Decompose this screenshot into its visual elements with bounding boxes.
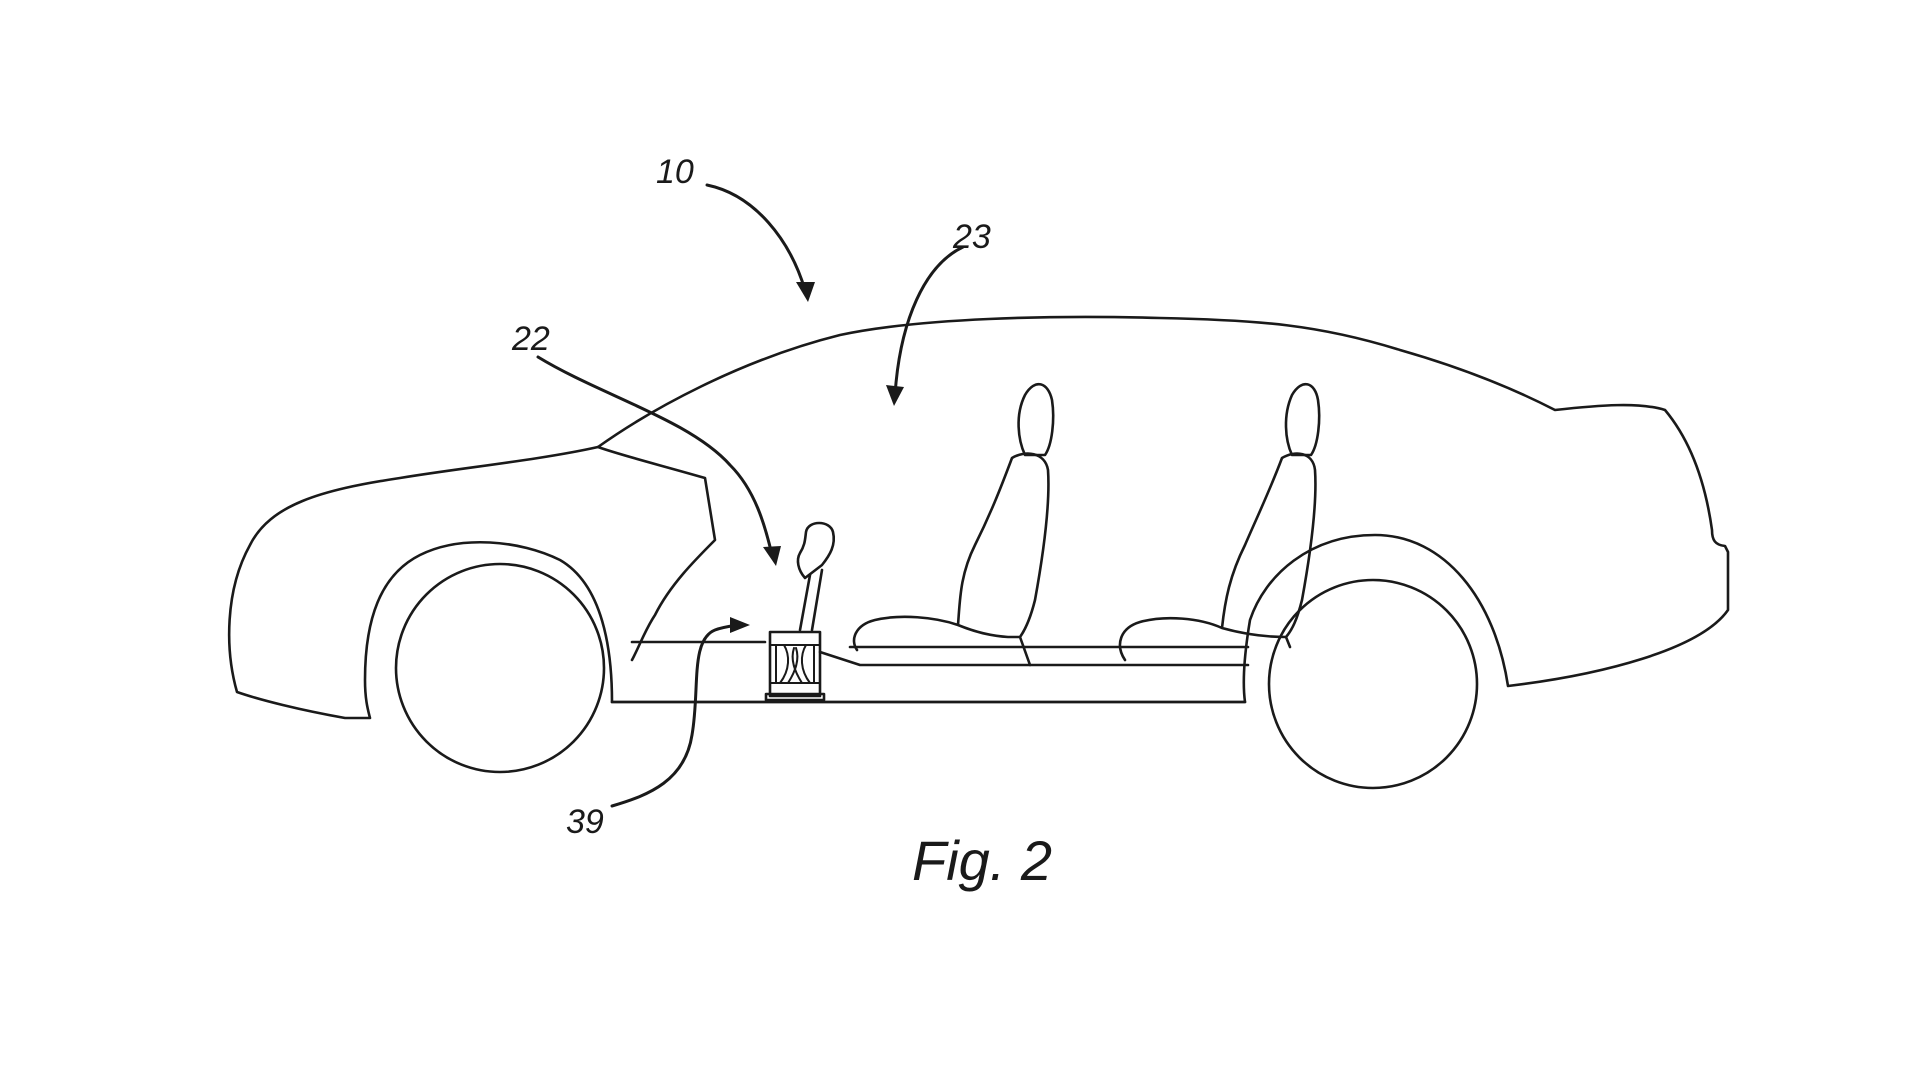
leader-10: [705, 183, 807, 292]
arrowhead-39: [730, 617, 750, 633]
vehicle-drawing: [227, 315, 1730, 790]
label-10: 10: [656, 153, 694, 191]
front-seat: [852, 452, 1050, 667]
leader-39: [610, 623, 740, 808]
firewall-line: [596, 445, 717, 662]
floor-lower-line: [818, 650, 1250, 667]
label-23: 23: [952, 218, 991, 256]
arrowhead-10: [796, 282, 815, 302]
car-body-outline: [227, 315, 1730, 720]
front-headrest: [1017, 383, 1055, 457]
shifter-housing: [764, 630, 826, 702]
leader-lines: [536, 183, 965, 808]
label-22: 22: [511, 320, 550, 358]
rear-seat: [1118, 452, 1317, 662]
leader-23: [893, 245, 965, 397]
label-39: 39: [566, 803, 604, 841]
arrowhead-23: [886, 385, 904, 406]
leader-22: [536, 355, 774, 557]
figure-caption: Fig. 2: [912, 829, 1052, 892]
arrowhead-22: [763, 546, 781, 566]
rear-wheel: [1267, 578, 1479, 790]
shift-knob: [796, 521, 836, 580]
shift-lever: [798, 568, 824, 632]
front-wheel: [394, 562, 606, 774]
rear-headrest: [1284, 383, 1321, 457]
